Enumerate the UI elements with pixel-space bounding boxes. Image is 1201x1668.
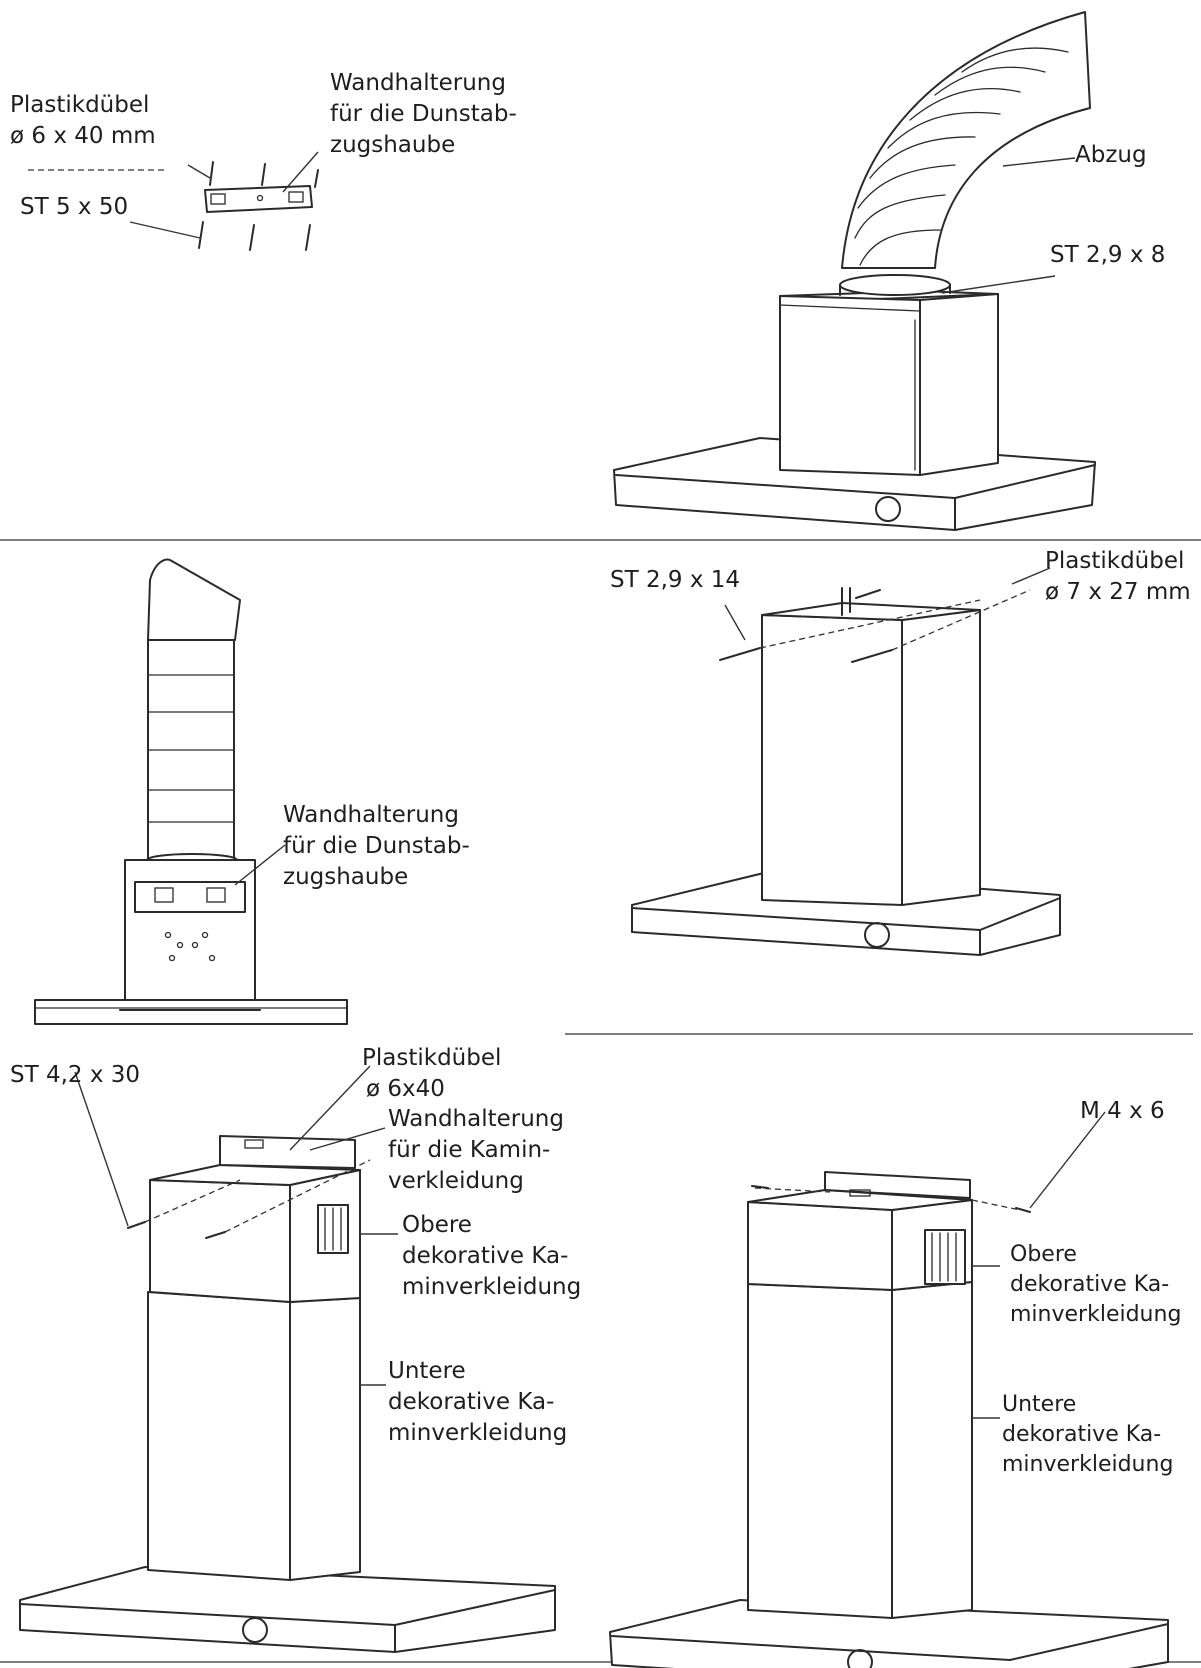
label-screw-st5x50: ST 5 x 50 [20,194,129,220]
panel-4-chimney-install [631,567,1061,956]
label-screw-m4x6: M 4 x 6 [1080,1098,1165,1124]
label-screw-st42x30: ST 4,2 x 30 [10,1062,141,1088]
panel-1-wall-bracket [28,151,319,251]
panel-6-chimney-complete [609,1111,1169,1668]
panel-5-chimney-covers [19,1065,556,1653]
label-screw-st29x8: ST 2,9 x 8 [1050,242,1166,268]
label-duct: Abzug [1075,142,1147,168]
panel-2-hood-with-duct [613,11,1096,531]
label-screw-st29x14: ST 2,9 x 14 [610,567,741,593]
panel-3-front-view [34,558,348,1025]
